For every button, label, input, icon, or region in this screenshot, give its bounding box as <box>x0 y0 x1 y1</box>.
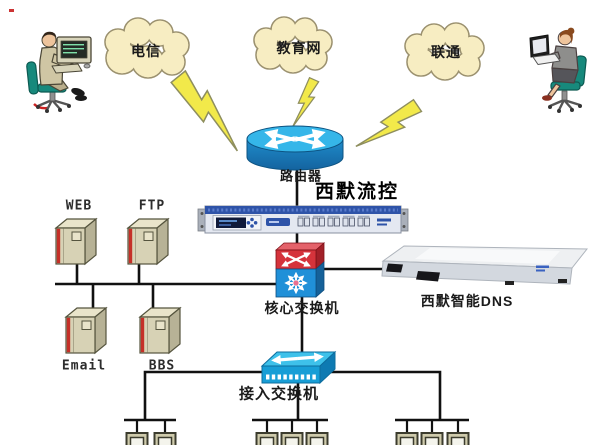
cloud-education <box>253 16 333 74</box>
workstation-icon <box>153 432 177 445</box>
lcd-panel <box>212 215 262 231</box>
double-arrow-icon <box>271 352 324 365</box>
server-email-label: Email <box>61 358 107 374</box>
lightning-bolt-left <box>170 69 239 152</box>
laptop-icon <box>529 34 561 65</box>
workstation-icon <box>305 432 329 445</box>
server-ftp-icon <box>126 217 170 266</box>
router-arrows-icon <box>264 129 326 149</box>
server-bbs-label: BBS <box>148 358 176 374</box>
dns-appliance <box>381 245 589 285</box>
x-arrows-icon <box>281 252 311 267</box>
brand-logo <box>536 265 549 272</box>
artifact-mark <box>9 9 14 12</box>
port-dashes <box>266 374 316 380</box>
server-email-icon <box>64 306 108 355</box>
router-icon <box>246 125 344 171</box>
user-desktop-clipart <box>9 9 92 113</box>
server-bbs-icon <box>138 306 182 355</box>
access-switch-label: 接入交换机 <box>238 385 320 403</box>
server-web-label: WEB <box>65 198 93 214</box>
server-web-icon <box>54 217 98 266</box>
access-switch-icon <box>260 350 337 385</box>
connection-lines <box>55 156 469 435</box>
workstation-icon <box>255 432 279 445</box>
cloud-education-label: 教育网 <box>276 40 322 56</box>
workstation-icons <box>125 432 470 445</box>
port-group <box>297 215 370 227</box>
workstation-icon <box>280 432 304 445</box>
workstation-icon <box>395 432 419 445</box>
flow-control-label: 西默流控 <box>314 181 400 203</box>
user-laptop-clipart <box>529 27 587 113</box>
office-chair <box>548 55 587 113</box>
router-label: 路由器 <box>279 168 323 184</box>
flow-control-device <box>197 205 409 234</box>
lightning-bolt-right <box>355 98 423 148</box>
server-ftp-label: FTP <box>138 198 166 214</box>
red-swoosh-mark <box>33 103 49 110</box>
cloud-telecom <box>104 17 190 79</box>
dns-label: 西默智能DNS <box>420 293 514 309</box>
cloud-telecom-label: 电信 <box>131 43 161 59</box>
workstation-icon <box>420 432 444 445</box>
core-switch-icon <box>274 242 326 298</box>
cloud-unicom <box>404 22 485 81</box>
lightning-bolt-middle <box>291 76 320 128</box>
workstation-icon <box>446 432 470 445</box>
cloud-unicom-label: 联通 <box>431 44 461 60</box>
brand-logo <box>377 218 391 226</box>
nav-buttons <box>246 217 258 228</box>
core-switch-label: 核心交换机 <box>264 300 340 316</box>
desktop-computer-icon <box>51 36 92 74</box>
workstation-icon <box>125 432 149 445</box>
